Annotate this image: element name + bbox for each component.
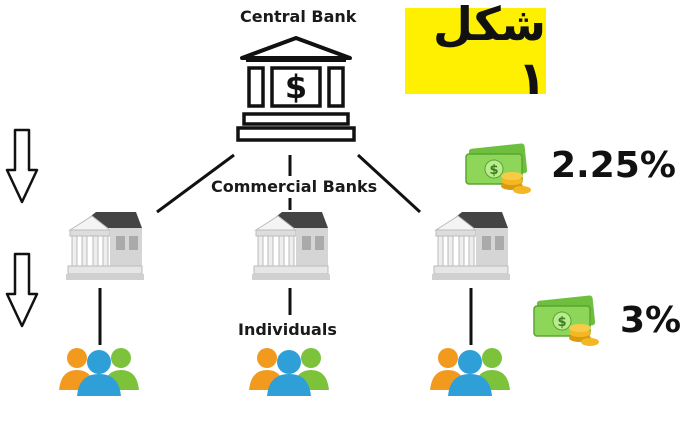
commercial-banks-label: Commercial Banks: [211, 177, 378, 196]
commercial-rate-value: 3%: [620, 300, 680, 341]
down-arrow-icon-bottom: [5, 252, 39, 328]
central-rate-value: 2.25%: [551, 145, 676, 186]
bank-building-icon-middle: [252, 212, 330, 280]
svg-text:$: $: [489, 163, 498, 178]
people-group-icon-right: [430, 348, 510, 396]
individuals-label: Individuals: [238, 320, 337, 339]
central-bank-icon: $: [236, 36, 356, 142]
connector-central-left: [156, 153, 235, 214]
bank-building-icon-right: [432, 212, 510, 280]
central-bank-label: Central Bank: [240, 7, 357, 26]
money-cash-icon-bottom: $: [533, 295, 599, 346]
svg-text:$: $: [285, 68, 307, 106]
svg-text:$: $: [557, 315, 566, 330]
people-group-icon-left: [59, 348, 139, 396]
figure-badge-text: شكل ١: [432, 0, 546, 105]
connector-central-right: [356, 153, 422, 214]
money-cash-icon-top: $: [465, 143, 531, 194]
down-arrow-icon-top: [5, 128, 39, 204]
bank-building-icon-left: [66, 212, 144, 280]
figure-badge: شكل ١: [405, 0, 546, 105]
people-group-icon-middle: [249, 348, 329, 396]
